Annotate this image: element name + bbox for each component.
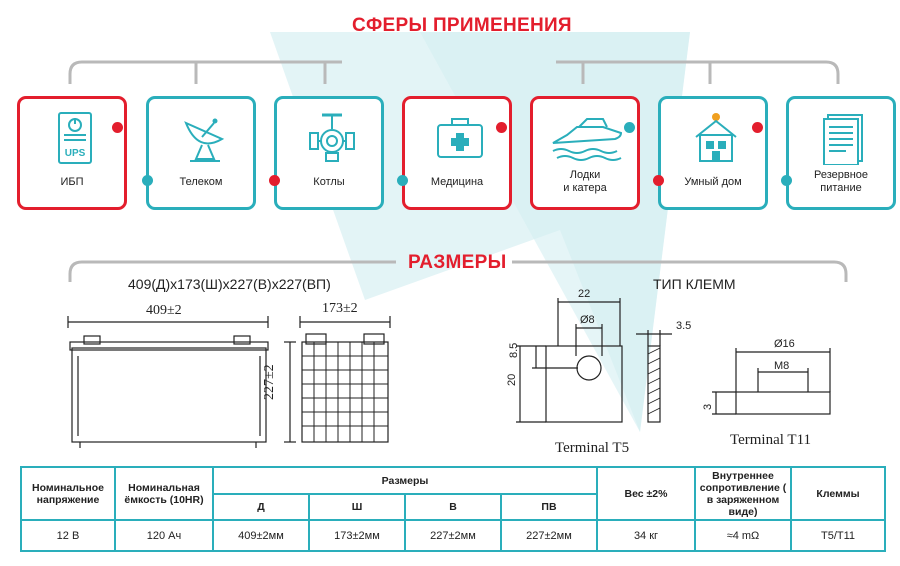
t5-hole: Ø8	[580, 314, 595, 326]
table-header-row: Номинальное напряжение Номинальная ёмкос…	[20, 466, 886, 521]
t5-thickness: 3.5	[676, 320, 692, 332]
valve-icon	[309, 113, 355, 162]
cell-resistance: ≈4 mΩ	[694, 519, 792, 552]
header-resistance: Внутреннее сопротивление ( в заряженном …	[694, 466, 792, 521]
header-voltage: Номинальное напряжение	[20, 466, 116, 521]
t5-width: 22	[578, 288, 591, 300]
card-label: Телеком	[179, 176, 223, 188]
card-smart-home: Умный дом	[658, 96, 768, 210]
t5-name: Terminal T5	[555, 440, 630, 456]
document-icon	[823, 114, 863, 165]
cell-capacity: 120 Ач	[114, 519, 214, 552]
card-label: Медицина	[430, 176, 484, 188]
ups-icon-text: UPS	[65, 148, 86, 159]
connector-dot	[781, 175, 792, 186]
satellite-dish-icon	[184, 118, 225, 162]
header-terminals: Клеммы	[790, 466, 886, 521]
t11-name: Terminal T11	[730, 432, 812, 448]
card-label-line1: Резервное	[813, 169, 869, 181]
card-label: Лодки и катера	[533, 169, 637, 195]
length-dimension: 409±2	[146, 303, 182, 318]
cell-h: 227±2мм	[404, 519, 502, 552]
width-dimension: 173±2	[322, 301, 358, 316]
card-telecom: Телеком	[146, 96, 256, 210]
connector-dot	[397, 175, 408, 186]
header-d: Д	[212, 493, 310, 521]
connector-dot	[142, 175, 153, 186]
table-subheader-row: Д Ш В ПВ	[21, 493, 885, 521]
connector-dot	[269, 175, 280, 186]
connector-dot	[752, 122, 763, 133]
height-dimension: 227±2	[262, 364, 277, 400]
card-label-line2: питание	[820, 182, 862, 194]
cell-ph: 227±2мм	[500, 519, 598, 552]
cell-terminals: T5/T11	[790, 519, 886, 552]
card-label-line2: и катера	[563, 182, 607, 194]
table-row: 12 В 120 Ач 409±2мм 173±2мм 227±2мм 227±…	[20, 519, 886, 552]
t11-thread: M8	[774, 360, 790, 372]
battery-drawings	[67, 298, 831, 448]
overall-dimensions: 409(Д)x173(Ш)x227(В)x227(ВП)	[128, 276, 331, 292]
card-label: Умный дом	[684, 176, 742, 188]
spec-table: Номинальное напряжение Номинальная ёмкос…	[20, 466, 886, 552]
header-weight: Вес ±2%	[596, 466, 696, 521]
connector-dot	[496, 122, 507, 133]
card-label: Котлы	[313, 176, 345, 188]
cell-w: 173±2мм	[308, 519, 406, 552]
card-boilers: Котлы	[274, 96, 384, 210]
t5-height: 20	[506, 373, 518, 386]
ups-icon: UPS	[58, 112, 92, 164]
applications-title: СФЕРЫ ПРИМЕНЕНИЯ	[352, 15, 572, 36]
cell-d: 409±2мм	[212, 519, 310, 552]
dimensions-bracket	[68, 260, 848, 282]
connector-dot	[112, 122, 123, 133]
header-ph: ПВ	[500, 493, 598, 521]
card-ups: UPS ИБП	[17, 96, 127, 210]
header-w: Ш	[308, 493, 406, 521]
terminal-type-title: ТИП КЛЕММ	[653, 276, 736, 292]
smart-house-icon	[695, 113, 737, 162]
connector-dot	[653, 175, 664, 186]
connector-dot	[624, 122, 635, 133]
card-label: ИБП	[60, 176, 84, 188]
cell-voltage: 12 В	[20, 519, 116, 552]
header-h: В	[404, 493, 502, 521]
card-label-line1: Лодки	[569, 169, 601, 181]
card-backup-power: Резервное питание	[786, 96, 896, 210]
first-aid-kit-icon	[437, 118, 483, 158]
t11-height: 3	[702, 403, 714, 410]
applications-bracket	[68, 60, 840, 84]
header-capacity: Номинальная ёмкость (10HR)	[114, 466, 214, 521]
dimensions-title: РАЗМЕРЫ	[408, 252, 507, 273]
card-label: Резервное питание	[789, 169, 893, 195]
t5-offset: 8.5	[508, 342, 520, 358]
card-boats: Лодки и катера	[530, 96, 640, 210]
cell-weight: 34 кг	[596, 519, 696, 552]
header-sizes: Размеры	[212, 466, 598, 495]
boat-icon	[552, 118, 623, 161]
card-medicine: Медицина	[402, 96, 512, 210]
t11-diameter: Ø16	[774, 338, 795, 350]
